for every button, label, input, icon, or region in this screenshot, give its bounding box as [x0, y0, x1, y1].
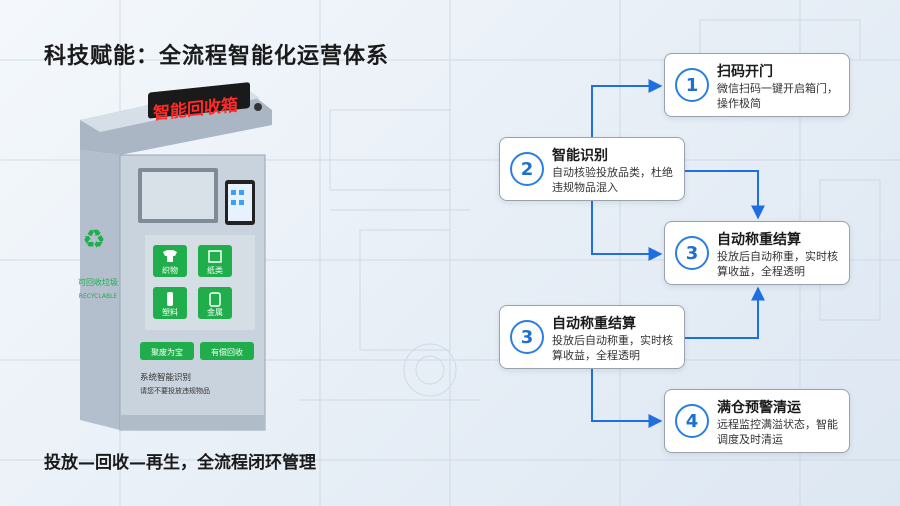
step-card-weigh-duplicate: 3 自动称重结算 投放后自动称重，实时核算收益，全程透明 [499, 305, 685, 369]
step-title: 智能识别 [552, 148, 608, 164]
step-title: 自动称重结算 [552, 316, 636, 332]
notice-text: 请您不要投放违规物品 [140, 386, 210, 395]
step-card-full-alert: 4 满仓预警清运 远程监控满溢状态，智能调度及时清运 [664, 389, 850, 453]
bottle-icon [167, 292, 173, 306]
slogan-left: 聚废为宝 [151, 347, 183, 357]
step-number-badge: 2 [510, 152, 544, 186]
step-card-identify: 2 智能识别 自动核验投放品类，杜绝违规物品混入 [499, 137, 685, 201]
slogan-right: 有偿回收 [211, 347, 243, 357]
step-desc: 远程监控满溢状态，智能调度及时清运 [717, 418, 838, 446]
bin-label-1: 纸类 [207, 265, 223, 275]
bin-label-2: 塑料 [162, 307, 178, 317]
recycling-machine-illustration: 智能回收箱 织物 纸类 塑料 金属 ♻ 可回收垃圾 RECYCLABLE 聚废为… [78, 82, 272, 431]
step-desc: 自动核验投放品类，杜绝违规物品混入 [552, 166, 673, 194]
step-title: 自动称重结算 [717, 232, 801, 248]
can-icon [209, 292, 221, 307]
step-title: 满仓预警清运 [717, 400, 801, 416]
step-card-scan: 1 扫码开门 微信扫码一键开启箱门，操作极简 [664, 53, 850, 117]
page-title: 科技赋能：全流程智能化运营体系 [44, 44, 390, 69]
bin-label-3: 金属 [207, 307, 223, 317]
step-number-badge: 3 [675, 236, 709, 270]
step-number-badge: 4 [675, 404, 709, 438]
step-number-badge: 1 [675, 68, 709, 102]
box-icon [208, 250, 222, 263]
step-number-badge: 3 [510, 320, 544, 354]
page-subtitle: 投放—回收—再生，全流程闭环管理 [44, 453, 316, 473]
side-logo-en: RECYCLABLE [79, 293, 118, 300]
bin-label-0: 织物 [162, 265, 178, 275]
step-desc: 投放后自动称重，实时核算收益，全程透明 [717, 250, 838, 278]
step-card-weigh: 3 自动称重结算 投放后自动称重，实时核算收益，全程透明 [664, 221, 850, 285]
step-desc: 微信扫码一键开启箱门，操作极简 [717, 82, 838, 110]
recycle-icon: ♻ [82, 225, 105, 255]
step-title: 扫码开门 [717, 64, 773, 80]
side-logo-text: 可回收垃圾 [78, 277, 118, 287]
shirt-icon [163, 250, 177, 262]
notice-title: 系统智能识别 [140, 372, 191, 383]
step-desc: 投放后自动称重，实时核算收益，全程透明 [552, 334, 673, 362]
